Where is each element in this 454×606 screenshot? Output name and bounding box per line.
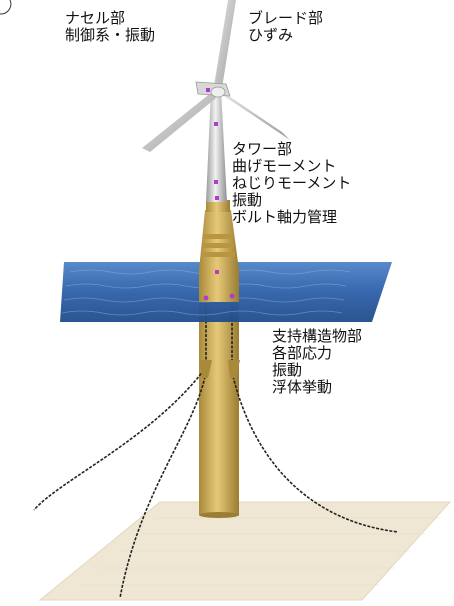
sensor-marker-icon: [229, 293, 235, 299]
sensor-marker-icon: [214, 180, 218, 184]
tower-label-line: 振動: [232, 191, 263, 209]
tower-label-line: ねじりモーメント: [232, 174, 352, 192]
sensor-marker-icon: [214, 122, 218, 126]
floater-lower-column: [199, 300, 239, 515]
sensor-marker-icon: [206, 88, 210, 92]
support-label-line: 振動: [272, 361, 303, 379]
tower-label-line: タワー部: [232, 140, 293, 158]
mooring-line-3: [231, 371, 399, 533]
blade-label: ブレード部 ひずみ: [248, 10, 323, 44]
floater-rings: [201, 234, 235, 257]
fairlead-left: [200, 360, 212, 378]
tower-base-flange: [206, 200, 230, 212]
tower-label: タワー部 曲げモーメント ねじりモーメント 振動 ボルト軸力管理: [232, 141, 351, 226]
mooring-lines: [33, 296, 399, 599]
floater-bottom-cap: [199, 512, 239, 518]
nacelle-label-line: 制御系・振動: [65, 26, 156, 44]
rotor-hub: [210, 86, 226, 98]
seabed-texture: [80, 517, 440, 586]
tower-label-line: 曲げモーメント: [232, 157, 337, 175]
support-label-line: 各部応力: [272, 344, 333, 362]
support-label-line: 支持構造物部: [272, 327, 363, 345]
sensor-markers: [203, 88, 235, 301]
fairlead-right: [228, 360, 240, 378]
tower: [206, 90, 227, 202]
support-structure-label: 支持構造物部 各部応力 振動 浮体挙動: [272, 328, 362, 396]
nacelle-label: ナセル部 制御系・振動: [65, 10, 155, 44]
blade-label-line: ブレード部: [248, 9, 324, 27]
corner-arc: [0, 0, 12, 15]
mooring-line-2: [33, 369, 205, 511]
fairleads: [200, 360, 240, 378]
blade-label-line: ひずみ: [248, 26, 294, 44]
sensor-marker-icon: [215, 270, 219, 274]
support-label-line: 浮体挙動: [272, 378, 333, 396]
blade-upper: [214, 0, 236, 88]
mooring-line-1: [119, 371, 207, 599]
sensor-marker-icon: [215, 196, 219, 200]
nacelle-label-line: ナセル部: [65, 9, 126, 27]
blade-left: [142, 92, 216, 152]
sensor-marker-icon: [203, 295, 209, 301]
blade-right: [220, 90, 290, 140]
tower-label-line: ボルト軸力管理: [232, 208, 338, 226]
